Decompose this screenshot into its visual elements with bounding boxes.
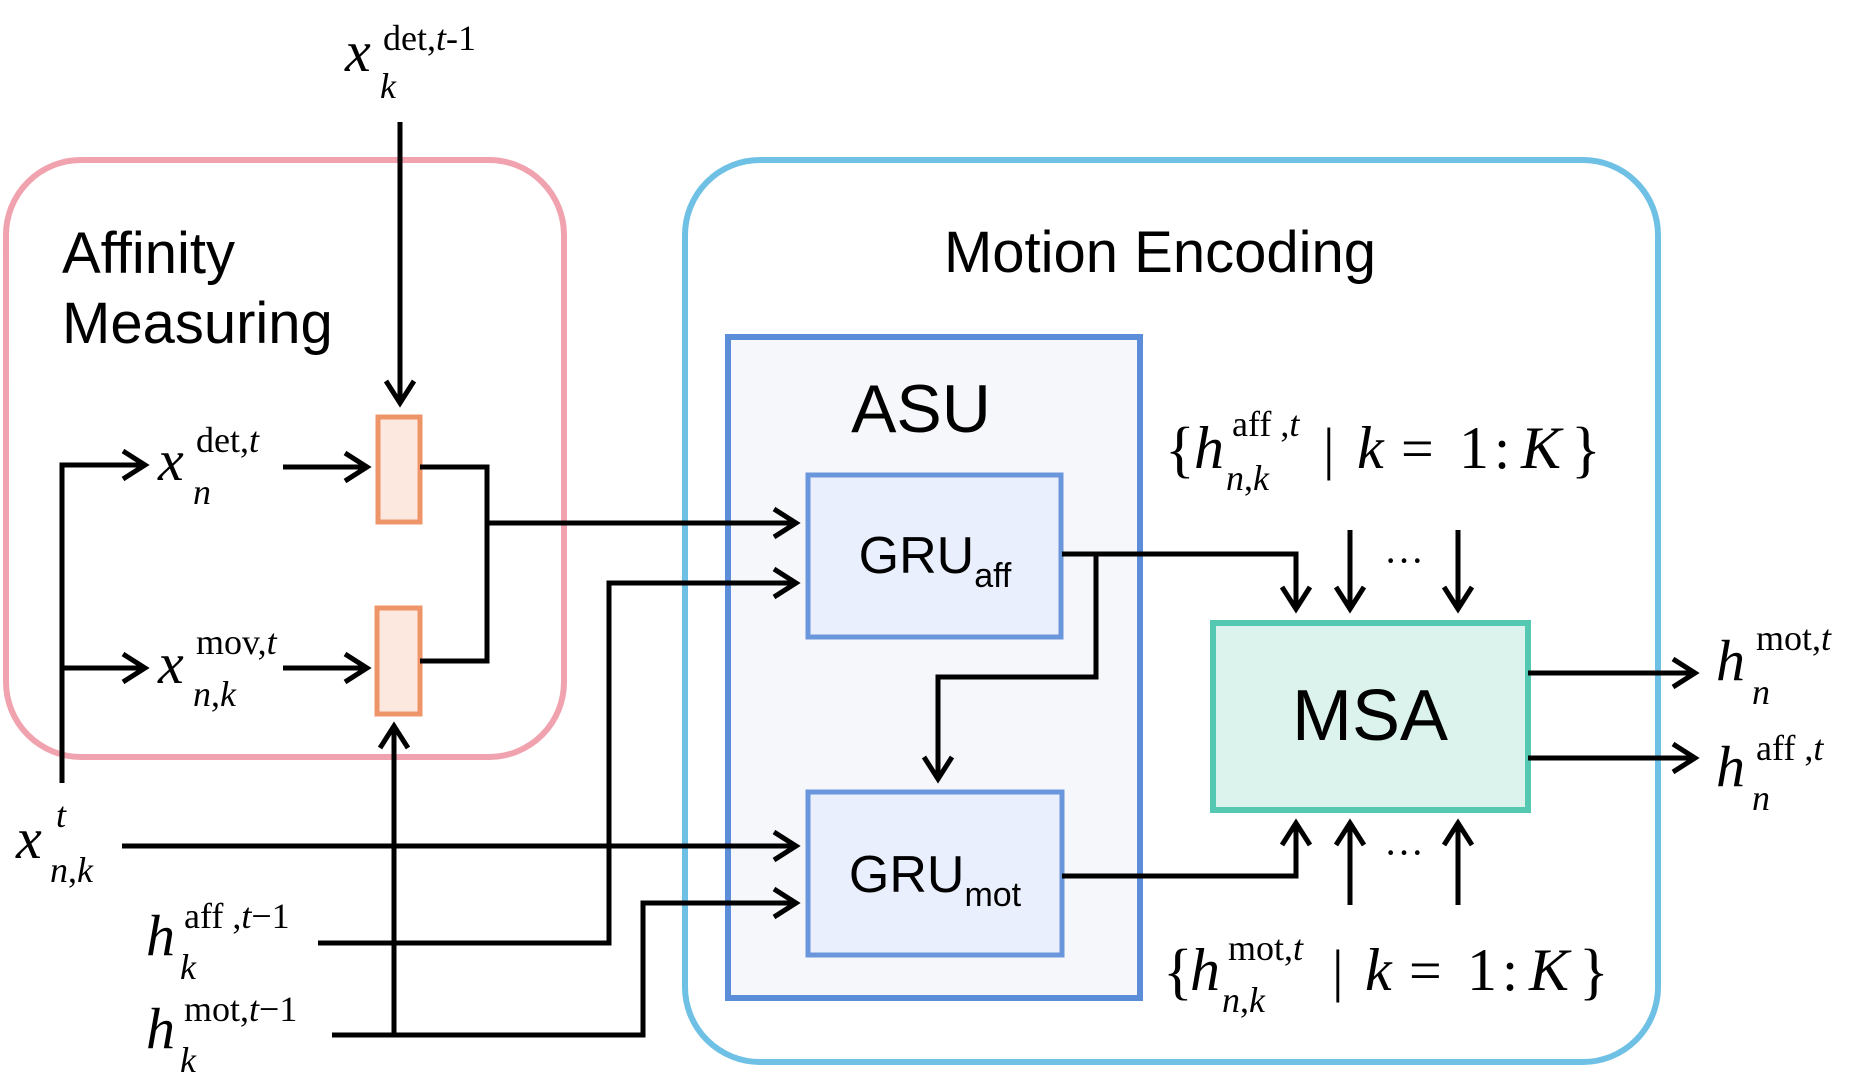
arrow-down-icon <box>1279 585 1313 614</box>
arrow-down-icon <box>383 379 417 408</box>
x-t-symbol: x t n,k <box>15 795 94 890</box>
arrow-down-icon <box>1333 585 1367 614</box>
connection-lines <box>59 122 1692 1038</box>
arrow-right-icon <box>1671 741 1700 775</box>
asu-title: ASU <box>851 371 991 447</box>
affinity-title-line1: Affinity <box>62 221 235 286</box>
affinity-measuring-module <box>3 157 567 760</box>
arrow-right-icon <box>772 506 801 540</box>
h-mot-out-symbol: h mot,t n <box>1716 618 1840 712</box>
gru-aff-label: GRUaff <box>859 527 1012 595</box>
ellipsis-bottom: ··· <box>1384 830 1424 875</box>
arrow-up-icon <box>1441 818 1475 847</box>
arrow-right-icon <box>343 450 372 484</box>
arrow-down-icon <box>1441 585 1475 614</box>
gru-mot-block <box>805 789 1065 958</box>
gru-mot-label: GRUmot <box>849 846 1022 914</box>
x-det-t-symbol: x det,t n <box>157 420 268 512</box>
arrow-right-icon <box>772 566 801 600</box>
h-aff-out-symbol: h aff ,t n <box>1716 728 1832 818</box>
arrow-up-icon <box>1333 818 1367 847</box>
ellipsis-top: ··· <box>1384 538 1424 583</box>
arrow-right-icon <box>1671 656 1700 690</box>
arrow-right-icon <box>772 829 801 863</box>
arrow-up-icon <box>1279 818 1313 847</box>
motion-encoding-module <box>682 157 1661 1065</box>
arrow-right-icon <box>121 448 150 482</box>
h-mot-set-symbol: { h mot,t n,k | k = 1 : K } <box>1163 928 1609 1020</box>
x-det-prev-symbol: x det,t-1 k <box>344 18 485 106</box>
mov-gate <box>374 605 423 717</box>
h-aff-set-symbol: { h aff ,t n,k | k = 1 : K } <box>1165 404 1601 498</box>
x-mov-t-symbol: x mov,t n,k <box>157 622 286 714</box>
motion-encoding-title: Motion Encoding <box>944 220 1376 285</box>
arrow-down-icon <box>921 755 955 784</box>
det-gate <box>375 414 423 525</box>
arrow-up-icon <box>377 721 411 750</box>
msa-label: MSA <box>1292 676 1448 756</box>
gru-aff-block <box>805 472 1064 640</box>
affinity-title-line2: Measuring <box>62 291 333 356</box>
arrow-right-icon <box>343 651 372 685</box>
arrow-right-icon <box>121 651 150 685</box>
h-aff-prev-symbol: h aff ,t−1 k <box>146 896 299 987</box>
arrow-right-icon <box>772 886 801 920</box>
arrow-heads <box>121 379 1700 920</box>
h-mot-prev-symbol: h mot,t−1 k <box>146 989 306 1080</box>
msa-block <box>1210 620 1531 813</box>
